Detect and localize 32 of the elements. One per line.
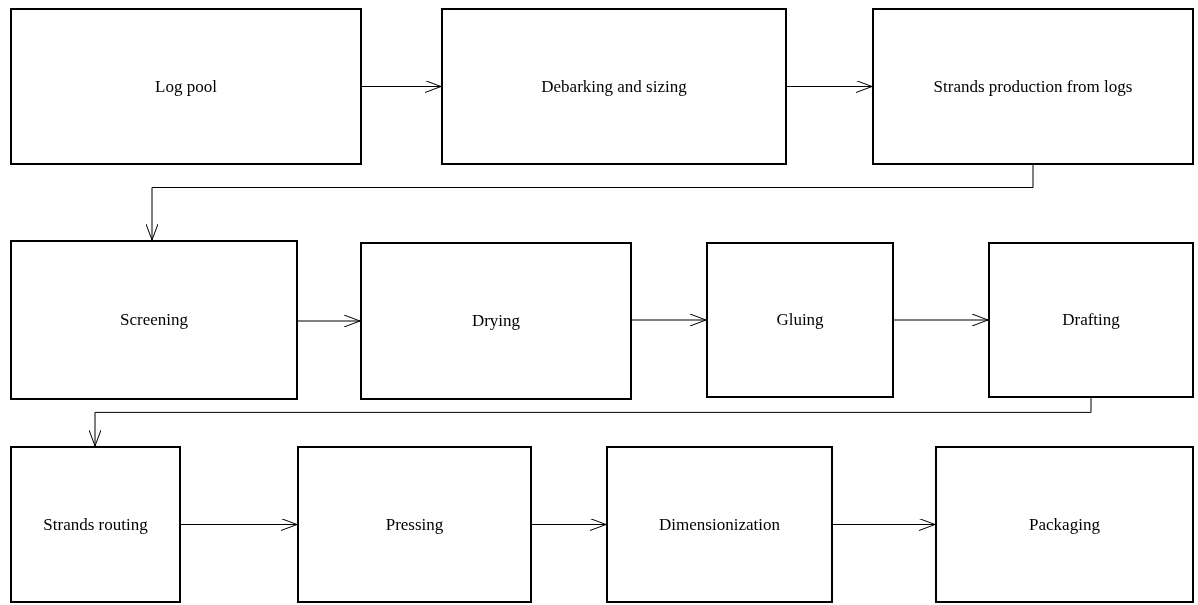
process-box: [10, 446, 181, 603]
process-box: [988, 242, 1194, 398]
arrow: [88, 397, 1092, 447]
process-box: [10, 240, 298, 400]
process-label: Log pool: [155, 76, 217, 97]
process-box: [10, 8, 362, 165]
process-box: [360, 242, 632, 400]
process-box: [297, 446, 532, 603]
arrow: [531, 518, 607, 531]
process-label: Strands routing: [43, 514, 148, 535]
process-label: Pressing: [385, 514, 444, 535]
process-box: [872, 8, 1194, 165]
arrow: [361, 80, 442, 93]
arrow: [631, 313, 707, 327]
process-box: [706, 242, 894, 398]
process-label: Strands production from logs: [933, 76, 1133, 97]
process-label: Screening: [120, 310, 188, 330]
arrow: [145, 164, 1034, 241]
arrow: [786, 80, 873, 93]
process-box: [935, 446, 1194, 603]
process-label: Drafting: [1062, 310, 1120, 330]
process-box: [606, 446, 833, 603]
process-label: Debarking and sizing: [541, 76, 687, 97]
process-label: Gluing: [776, 310, 824, 330]
arrow: [893, 313, 989, 327]
arrow: [297, 314, 361, 328]
arrow: [180, 518, 298, 531]
process-label: Drying: [471, 311, 521, 331]
process-label: Dimensionization: [659, 514, 780, 535]
process-label: Packaging: [1029, 514, 1100, 535]
process-box: [441, 8, 787, 165]
arrow: [832, 518, 936, 531]
